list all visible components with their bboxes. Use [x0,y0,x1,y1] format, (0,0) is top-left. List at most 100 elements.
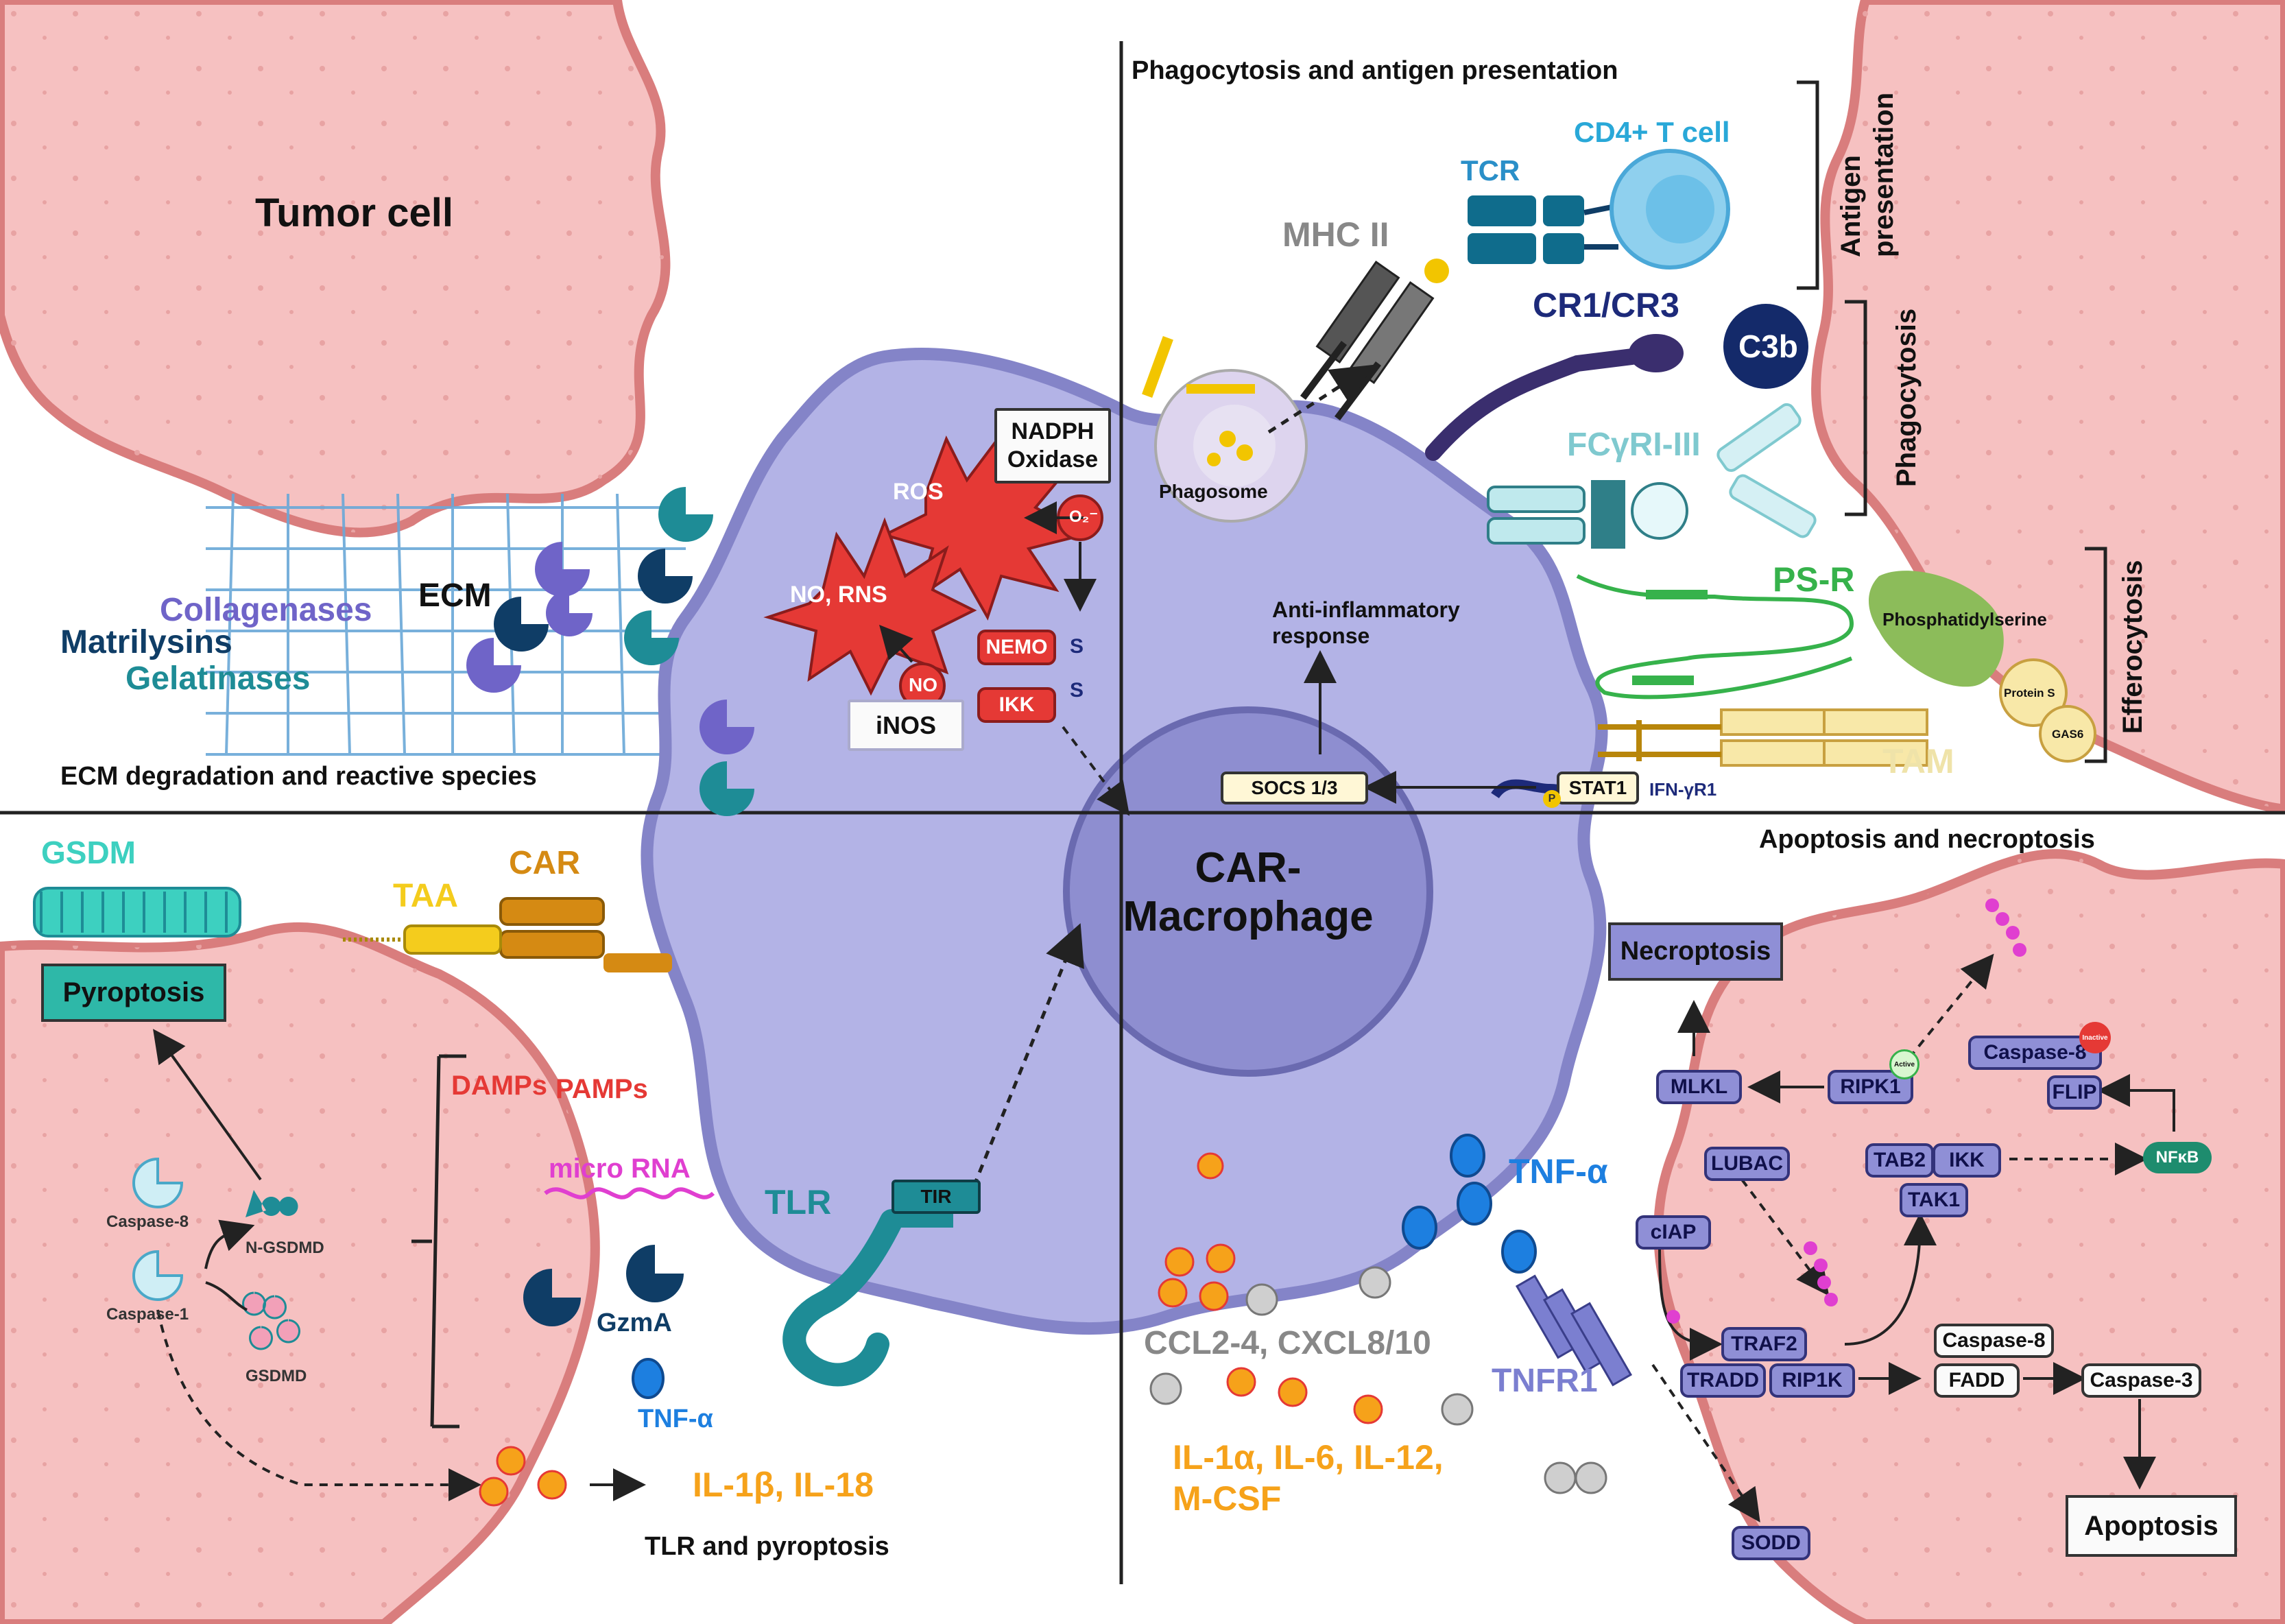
tumor-cell-top-right [1811,0,2285,815]
fadd-box: FADD [1934,1363,2020,1398]
active-badge: Active [1889,1049,1919,1079]
tcr-label: TCR [1461,154,1520,187]
efferocytosis-label: Efferocytosis [2118,560,2148,734]
tnf-label-right: TNF-α [1509,1152,1608,1191]
ubiquitin-chains [1666,898,2026,1324]
tcr-receptor [1468,195,1619,264]
tnf-trimers [1402,1134,1537,1274]
microrna-label: micro RNA [549,1154,691,1184]
psr-label: PS-R [1773,560,1855,599]
antigen-bracket [1797,80,1819,290]
cr-label: CR1/CR3 [1533,286,1679,324]
pyroptosis-box: Pyroptosis [41,964,226,1022]
phagosome [1142,335,1308,523]
lubac-arrow [1740,1178,1830,1296]
mhc-label: MHC II [1282,215,1389,254]
fcg-receptor [1487,403,1817,549]
protein-s-circle [1999,658,2068,727]
nfkb-to-flip-arrow [2097,1074,2175,1132]
il1b-label: IL-1β, IL-18 [693,1466,874,1504]
phosphatidylserine-blob [1869,571,2004,687]
traf2-to-tak1-arrow [1844,1213,1937,1346]
c3b-label: C3b [1738,329,1798,364]
caspase8-label-left: Caspase-8 [106,1213,189,1231]
s-label-1: S [1070,635,1084,658]
apoptosis-caption: Apoptosis and necroptosis [1759,825,2095,854]
fcg-label: FCγRI-III [1567,427,1701,463]
ifn-label: IFN-γR1 [1649,779,1717,800]
cytokine-dots [1149,1152,1607,1494]
car-label: CAR [509,845,580,881]
il-right-label: IL-1α, IL-6, IL-12, M-CSF [1173,1438,1444,1518]
traf2-box: TRAF2 [1721,1327,1807,1361]
cr1-cr3-receptor [1425,334,1684,461]
pamps-label: PAMPs [555,1074,648,1104]
tlr-label: TLR [765,1183,832,1221]
ngsdmd-label: N-GSDMD [246,1239,324,1257]
tnfr-to-sodd-arrow [1651,1363,1760,1522]
gas6-label: GAS6 [2052,728,2084,741]
car-macrophage-cell [641,348,1608,1335]
apoptosis-box: Apoptosis [2066,1495,2237,1557]
tumor-cell-top-left [0,0,671,538]
tnf-label-left: TNF-α [638,1405,713,1433]
tlr-to-nucleus-arrow [972,923,1084,1187]
tam-receptor [1598,708,1928,767]
no-circle-label: NO [909,674,937,695]
lubac-box: LUBAC [1704,1147,1790,1181]
s-label-2: S [1070,679,1084,702]
car-macrophage-label: CAR- Macrophage [1123,844,1374,941]
gas6-circle [2039,705,2096,763]
nadph-oxidase-box: NADPH Oxidase [994,408,1111,483]
caspase8-top-box: Caspase-8 [1968,1036,2102,1070]
inos-box: iNOS [848,700,964,751]
ccl-label: CCL2-4, CXCL8/10 [1144,1325,1431,1361]
gsdm-label: GSDM [41,835,136,870]
collagenases-label: Collagenases [160,592,372,628]
sodd-box: SODD [1732,1526,1810,1560]
gzma-shapes [523,1245,684,1326]
caspase1-label: Caspase-1 [106,1305,189,1324]
flip-box: FLIP [2047,1075,2102,1110]
ps-receptor [1576,574,1854,700]
matrilysins-label: Matrilysins [60,624,232,660]
mlkl-box: MLKL [1656,1070,1742,1104]
gsdm-pore [33,887,241,938]
il-circles-left [479,1446,567,1507]
p-phospho-badge: P [1543,790,1561,808]
micro-rna-squiggle [544,1187,715,1199]
protein-s-label: Protein S [2004,686,2055,700]
phagosome-label: Phagosome [1159,481,1268,502]
bracket-left [430,1055,441,1427]
gsdmd-label: GSDMD [246,1367,307,1385]
taa-label: TAA [393,878,459,914]
necroptosis-box: Necroptosis [1608,922,1783,981]
tumor-cell-bottom-left [0,922,600,1624]
tumor-cell-label: Tumor cell [255,191,453,235]
tradd-box: TRADD [1680,1363,1766,1398]
inactive-badge: Inactive [2079,1022,2111,1053]
car-receptor [343,897,672,972]
enzyme-shapes [466,487,754,816]
socs-box: SOCS 1/3 [1221,772,1368,804]
tir-box: TIR [892,1180,981,1214]
no-rns-label: NO, RNS [790,582,887,608]
phagosome-to-mhc-arrow [1267,364,1374,434]
ecm-label: ECM [418,577,492,614]
ikk-box-top: IKK [977,687,1056,723]
ciap-box: cIAP [1636,1215,1711,1250]
tnfr1-label: TNFR1 [1492,1363,1598,1399]
casp1-to-il-arrow [156,1309,481,1501]
anti-inflammatory-label: Anti-inflammatory response [1272,597,1460,649]
efferocytosis-bracket [2085,547,2107,763]
rip1k-box: RIP1K [1769,1363,1855,1398]
phagocytosis-caption: Phagocytosis and antigen presentation [1132,56,1618,85]
phosphatidylserine-label: Phosphatidylserine [1882,609,2047,630]
tab2-box: TAB2 [1865,1143,1934,1178]
tnfr1-receptor [1515,1274,1633,1387]
caspase8-low-box: Caspase-8 [1934,1324,2054,1358]
cd4-label: CD4+ T cell [1574,116,1730,148]
tam-label: TAM [1882,742,1954,780]
